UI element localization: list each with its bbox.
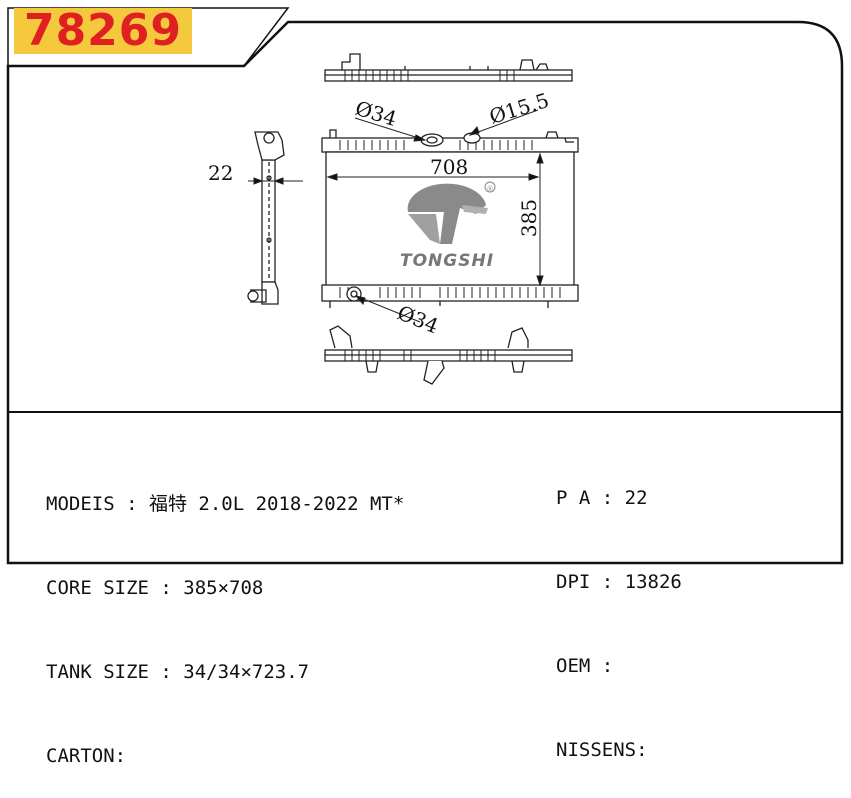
tongshi-logo-icon xyxy=(407,181,496,244)
specs-right: P A : 22 DPI : 13826 OEM : NISSENS: xyxy=(556,428,682,792)
bottom-view xyxy=(324,325,573,385)
radiator-drawing: 22 708 385 Ø34 Ø15.5 Ø34 ® TONGSHI xyxy=(208,53,579,385)
spec-label: P A : xyxy=(556,487,614,509)
dim-core-height: 385 xyxy=(517,199,541,237)
side-view xyxy=(247,131,285,305)
spec-dpi: DPI : 13826 xyxy=(556,568,682,596)
spec-label: CORE SIZE : xyxy=(46,577,172,599)
spec-value: 22 xyxy=(624,487,648,509)
logo-text: TONGSHI xyxy=(400,251,494,271)
spec-value: 385×708 xyxy=(183,577,264,599)
spec-label: MODEIS : xyxy=(46,493,138,515)
dim-filler-neck: Ø15.5 xyxy=(486,88,551,129)
spec-pa: P A : 22 xyxy=(556,484,682,512)
part-number: 78269 xyxy=(14,8,192,54)
spec-value: 13826 xyxy=(624,571,682,593)
registered-mark: ® xyxy=(487,185,494,193)
spec-value: 34/34×723.7 xyxy=(183,661,310,683)
spec-label: NISSENS: xyxy=(556,739,648,761)
dim-core-width: 708 xyxy=(430,155,468,179)
spec-tank-size: TANK SIZE : 34/34×723.7 xyxy=(46,658,404,686)
spec-value: 福特 2.0L 2018-2022 MT* xyxy=(148,493,405,515)
top-view xyxy=(324,53,573,82)
dimension-lines xyxy=(248,109,544,323)
spec-oem: OEM : xyxy=(556,652,682,680)
spec-label: TANK SIZE : xyxy=(46,661,172,683)
specs-left: MODEIS : 福特 2.0L 2018-2022 MT* CORE SIZE… xyxy=(46,434,404,798)
dim-inlet: Ø34 xyxy=(353,96,400,131)
spec-label: DPI : xyxy=(556,571,614,593)
spec-models: MODEIS : 福特 2.0L 2018-2022 MT* xyxy=(46,490,404,518)
spec-label: OEM : xyxy=(556,655,614,677)
dim-outlet: Ø34 xyxy=(394,300,442,338)
spec-label: CARTON: xyxy=(46,745,127,767)
dim-side-thickness: 22 xyxy=(208,161,233,185)
spec-carton: CARTON: xyxy=(46,742,404,770)
spec-nissens: NISSENS: xyxy=(556,736,682,764)
spec-core-size: CORE SIZE : 385×708 xyxy=(46,574,404,602)
